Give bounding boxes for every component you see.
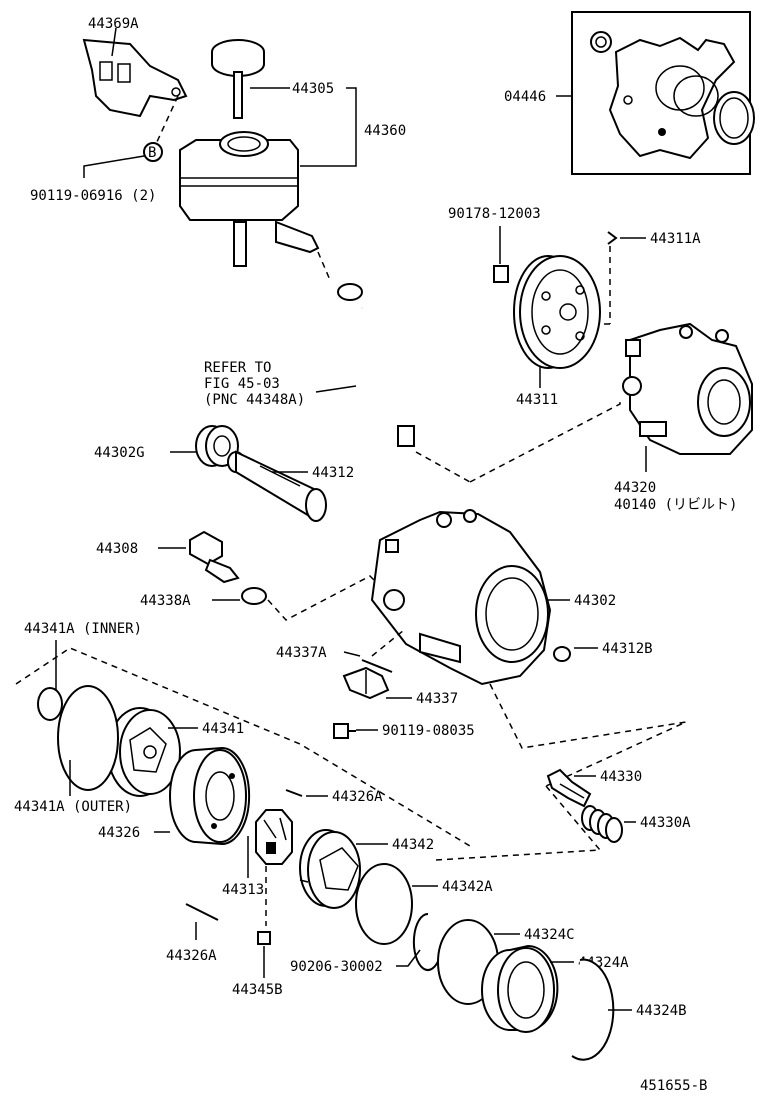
reservoir-cap-44305: [211, 39, 265, 119]
o-ring-44342A: [355, 863, 413, 945]
pulley-44311: [513, 255, 601, 369]
label-44330: 44330: [600, 769, 642, 785]
label-44302: 44302: [574, 593, 616, 609]
label-44345B: 44345B: [232, 982, 283, 998]
label-44324C: 44324C: [524, 927, 575, 943]
hose-clamp-lower: [397, 425, 415, 447]
label-44311A: 44311A: [650, 231, 701, 247]
o-ring-44338A: [241, 587, 267, 605]
spacer-44345B: [257, 931, 271, 945]
cam-ring-44326: [169, 746, 251, 846]
o-ring-44341A-inner: [37, 687, 63, 721]
nut-90178: [493, 265, 509, 283]
shaft-44312: [227, 450, 327, 522]
label-44311: 44311: [516, 392, 558, 408]
label-refer-pnc: (PNC 44348A): [204, 392, 305, 408]
label-44326A-top: 44326A: [332, 789, 383, 805]
bearing-44302G: [195, 425, 239, 467]
bracket-44369A: [82, 38, 188, 118]
label-90206-30002: 90206-30002: [290, 959, 383, 975]
label-44360: 44360: [364, 123, 406, 139]
label-44313: 44313: [222, 882, 264, 898]
pump-assembly-44320: [622, 322, 753, 455]
bolt-90119-08035: [333, 723, 356, 739]
label-44337: 44337: [416, 691, 458, 707]
label-44326A-bottom: 44326A: [166, 948, 217, 964]
label-90119-08035: 90119-08035: [382, 723, 475, 739]
pin-44326A-bottom: [185, 903, 219, 921]
label-44337A: 44337A: [276, 645, 327, 661]
label-44338A: 44338A: [140, 593, 191, 609]
label-44320: 44320: [614, 480, 656, 496]
sensor-44337: [342, 666, 390, 700]
label-44342: 44342: [392, 837, 434, 853]
pressure-plate-44342: [299, 829, 361, 909]
hose-clamp-upper: [337, 283, 363, 301]
label-44324B: 44324B: [636, 1003, 687, 1019]
spring-44330A: [581, 805, 623, 843]
label-44308: 44308: [96, 541, 138, 557]
snap-ring-44312B: [553, 646, 571, 662]
woodruff-key: [607, 231, 618, 245]
label-40140: 40140 (リビルト): [614, 497, 737, 513]
label-90119-06916: 90119-06916 (2): [30, 188, 156, 204]
pin-44326A-top: [285, 789, 303, 797]
end-cover-44324A: [481, 944, 559, 1033]
side-plate-44341: [107, 707, 181, 797]
return-hose: [323, 304, 405, 441]
snap-ring-44324B: [571, 958, 615, 1061]
label-44341: 44341: [202, 721, 244, 737]
label-44369A: 44369A: [88, 16, 139, 32]
gasket-kit-box: [571, 11, 755, 175]
label-44312B: 44312B: [602, 641, 653, 657]
label-refer-to: REFER TO: [204, 360, 271, 376]
flow-valve-44330: [546, 768, 592, 808]
reservoir-tank-44360: [179, 131, 320, 267]
label-44305: 44305: [292, 81, 334, 97]
snap-ring-90206: [412, 912, 441, 971]
label-44342A: 44342A: [442, 879, 493, 895]
rotor-44313: [255, 809, 293, 865]
pump-housing-44302: [370, 509, 552, 686]
label-44341A-inner: 44341A (INNER): [24, 621, 142, 637]
label-44341A-outer: 44341A (OUTER): [14, 799, 132, 815]
label-44326: 44326: [98, 825, 140, 841]
label-04446: 04446: [504, 89, 546, 105]
figure-id: 451655-B: [640, 1078, 707, 1094]
union-fitting-44308: [189, 530, 240, 584]
o-ring-44337A: [361, 659, 393, 673]
o-ring-44341A-outer: [57, 685, 119, 791]
label-90178-12003: 90178-12003: [448, 206, 541, 222]
label-44312: 44312: [312, 465, 354, 481]
label-44330A: 44330A: [640, 815, 691, 831]
callout-b-letter: B: [148, 145, 156, 161]
label-44302G: 44302G: [94, 445, 145, 461]
label-refer-fig: FIG 45-03: [204, 376, 280, 392]
callout-b-bubble: [143, 142, 163, 162]
